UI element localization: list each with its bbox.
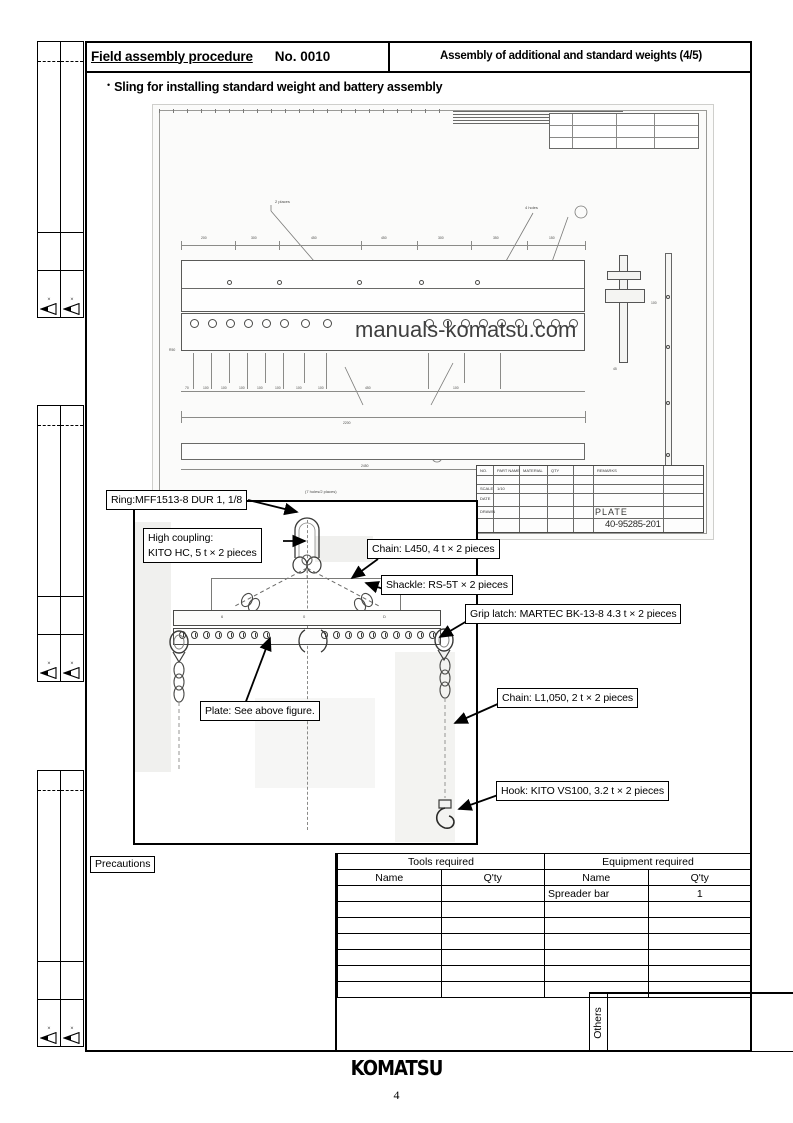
callout-high-coupling-line1: High coupling: [148,532,214,544]
plate-elevation-view [181,260,585,312]
tools-name-cell[interactable] [337,981,442,998]
margin-col-left: × [38,42,60,317]
revision-triangle-icon [63,667,80,679]
callout-chain-l1050: Chain: L1,050, 2 t × 2 pieces [497,688,639,708]
section-subtitle-text: Sling for installing standard weight and… [114,80,443,94]
chain-legs-figure [234,567,380,613]
callout-ring: Ring:MFF1513-8 DUR 1, 1/8 [106,490,248,510]
callout-hook: Hook: KITO VS100, 3.2 t × 2 pieces [496,781,670,801]
tools-col-name: Name [337,869,442,886]
margin-revision-block-2: × × [37,405,84,682]
requirements-tables: Tools required Equipment required Name Q… [337,853,793,1052]
grip-latch-figure-center [298,629,328,653]
margin-col-left: × [38,406,60,681]
others-cell[interactable]: Others [589,992,793,1052]
section-subtitle: • Sling for installing standard weight a… [87,75,750,99]
ring-and-coupling-figure [292,517,322,580]
revision-triangle-icon [63,1032,80,1044]
komatsu-logo-text: KOMATSU [350,1056,444,1081]
equipment-group-header: Equipment required [544,853,752,870]
callout-chain-l450: Chain: L450, 4 t × 2 pieces [367,539,500,559]
margin-col-right: × [60,42,83,317]
left-chain-and-hook-figure [169,630,189,770]
margin-col-right: × [60,771,83,1046]
revision-triangle-icon [40,667,57,679]
margin-revision-block-1: × × [37,41,84,318]
plate-outline [211,578,401,612]
revision-x-mark: × [47,1026,51,1032]
content-frame [85,41,752,1052]
drawing-revision-table [549,113,699,149]
revision-x-mark: × [47,297,51,303]
callout-high-coupling-line2: KITO HC, 5 t × 2 pieces [148,546,257,559]
tools-equipment-table: Tools required Equipment required Name Q… [337,853,752,998]
revision-triangle-icon [40,1032,57,1044]
svg-text:(7 holes/2 places): (7 holes/2 places) [305,489,337,494]
svg-text:4 holes: 4 holes [525,205,538,210]
header-left-cell: Field assembly procedure No. 0010 [85,41,390,71]
revision-x-mark: × [47,661,51,667]
precautions-label: Precautions [90,856,156,873]
page-number: 4 [393,1088,400,1102]
drawing-part-name: PLATE [595,507,628,517]
plate-plan-view [181,443,585,460]
drawing-top-scale-ruler [159,109,449,113]
plate-side-view [605,255,647,363]
callout-grip-latch: Grip latch: MARTEC BK-13-8 4.3 t × 2 pie… [465,604,682,624]
drawing-title-block: NO. PART NAME MATERIAL QTY REMARKS SCALE… [476,465,704,533]
bullet-icon: • [107,79,111,90]
page-title: Field assembly procedure [91,48,253,64]
komatsu-logo: KOMATSU [0,1056,793,1081]
spreader-bar-upper [173,610,441,626]
watermark-text: manuals-komatsu.com [355,317,577,342]
margin-col-right: × [60,406,83,681]
revision-x-mark: × [70,661,74,667]
callout-shackle: Shackle: RS-5T × 2 pieces [381,575,513,595]
svg-text:2 places: 2 places [275,199,290,204]
others-divider [607,994,608,1051]
callout-plate: Plate: See above figure. [200,701,320,721]
precautions-cell: Precautions [85,853,337,1052]
margin-revision-block-3: × × [37,770,84,1047]
dimension-line-top [181,245,585,246]
header-subject: Assembly of additional and standard weig… [440,50,702,62]
revision-x-mark: × [70,297,74,303]
revision-triangle-icon [40,303,57,315]
bottom-section: Precautions Tools required Equipment req… [85,853,793,1052]
margin-col-left: × [38,771,60,1046]
revision-triangle-icon [63,303,80,315]
right-chain-and-hook-figure [435,657,455,829]
revision-x-mark: × [70,1026,74,1032]
page-header: Field assembly procedure No. 0010 Assemb… [85,41,752,73]
drawing-number: 40-95285-201 [605,519,661,530]
table-group-header-row: Tools required Equipment required [337,853,752,870]
document-number: No. 0010 [274,48,331,64]
callout-high-coupling: High coupling: KITO HC, 5 t × 2 pieces [143,528,262,563]
center-line [307,520,308,830]
